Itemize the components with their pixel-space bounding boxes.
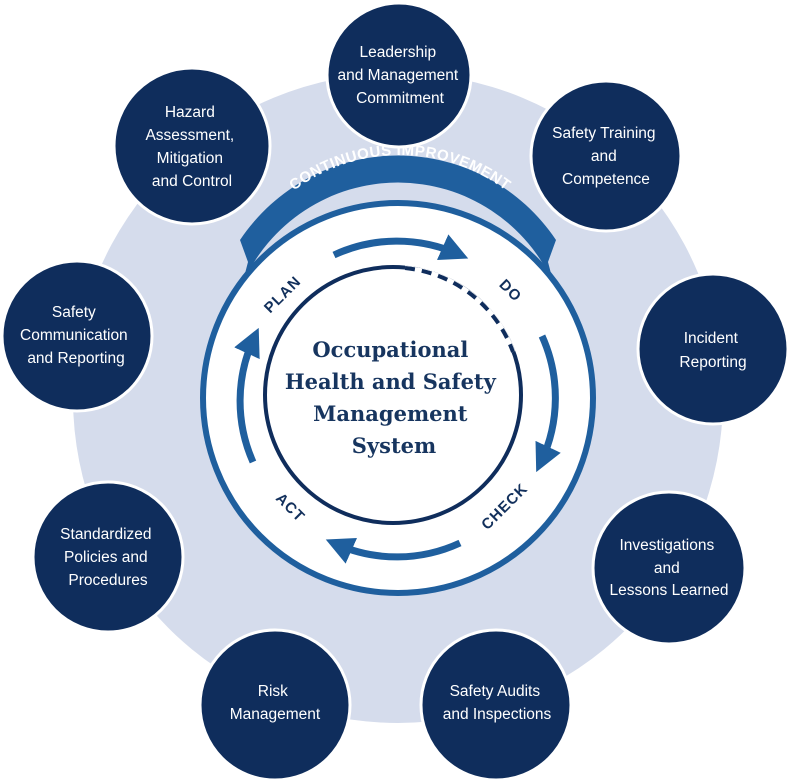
continuous-improvement-banner	[240, 155, 556, 285]
center-title: Occupational Health and Safety Managemen…	[285, 337, 503, 458]
node-safety-communication: Safety Communication and Reporting	[0, 259, 154, 413]
node-hazard-assessment: Hazard Assessment, Mitigation and Contro…	[112, 66, 272, 226]
svg-text:Risk Management: Risk Management	[230, 683, 321, 723]
svg-text:Hazard Assessment,: Hazard Assessment, Mitigation and Contro…	[145, 104, 238, 190]
center-circle-dashes	[404, 266, 515, 353]
svg-text:Incident Reporting: Incident Reporting	[679, 330, 746, 371]
node-incident-reporting: Incident Reporting	[636, 272, 790, 426]
node-safety-training: Safety Training and Competence	[529, 79, 683, 233]
check-to-act-arrow	[325, 538, 462, 564]
svg-text:Investigations and: Investigations and Lessons Learned	[610, 537, 729, 599]
node-safety-audits: Safety Audits and Inspections	[419, 628, 573, 782]
act-to-plan-arrow	[234, 327, 260, 464]
svg-text:Safety Audits and Inspec: Safety Audits and Inspections	[443, 683, 552, 723]
node-risk-management: Risk Management	[198, 628, 352, 782]
svg-text:Safety Training and: Safety Training and Competence	[552, 125, 660, 188]
svg-text:Standardized Policies an: Standardized Policies and Procedures	[60, 526, 156, 589]
node-investigations: Investigations and Lessons Learned	[591, 490, 747, 646]
plan-to-do-arrow	[332, 234, 469, 260]
center-circle	[263, 265, 523, 525]
svg-text:Leadership and Managemen: Leadership and Management Commitment	[338, 44, 463, 107]
node-leadership: Leadership and Management Commitment	[325, 1, 473, 149]
svg-text:Safety Communication: Safety Communication and Reporting	[20, 304, 132, 367]
node-standardized-policies: Standardized Policies and Procedures	[31, 480, 185, 634]
do-to-check-arrow	[535, 334, 561, 473]
